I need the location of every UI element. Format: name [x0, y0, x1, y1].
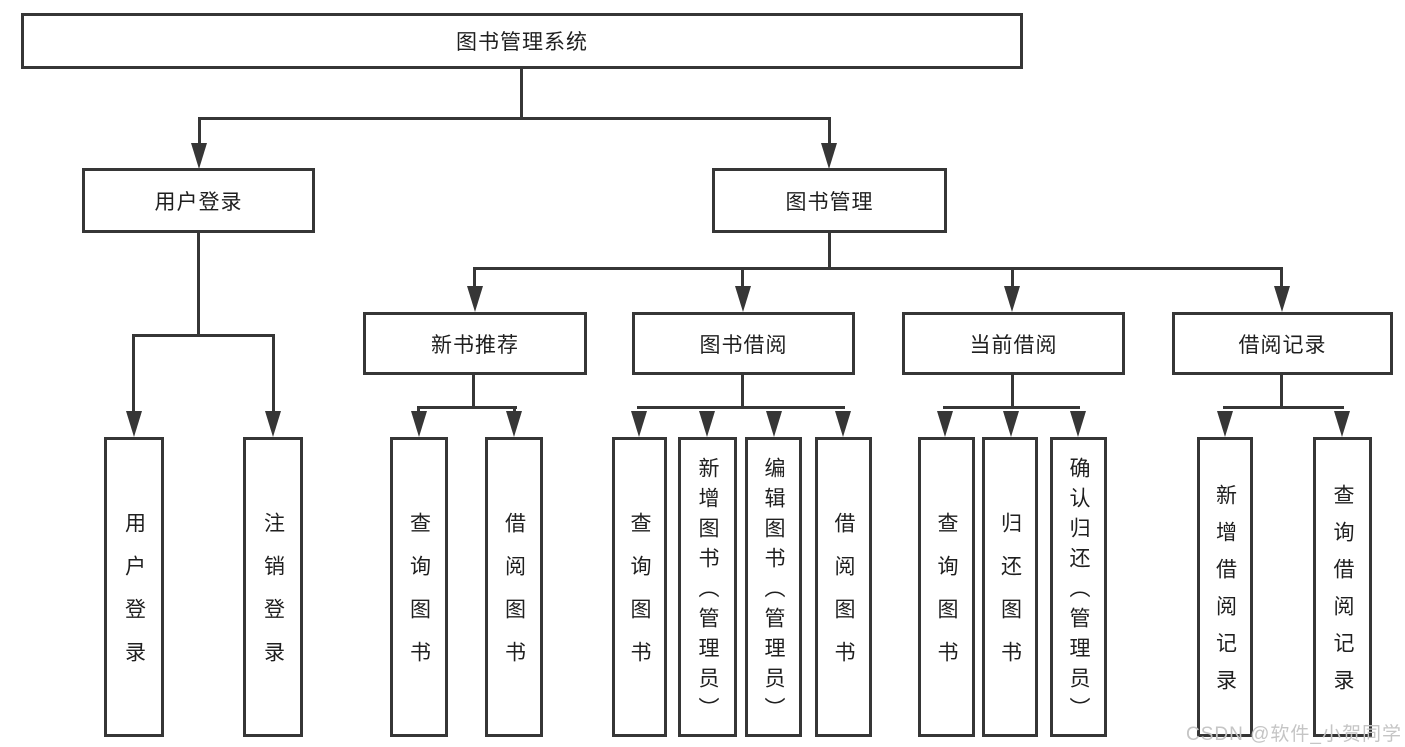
- leaf-return-books: 归还图书: [982, 437, 1038, 737]
- connector-line: [1011, 267, 1014, 290]
- connector-arrow-down: [467, 286, 483, 312]
- connector-line: [943, 406, 1080, 409]
- connector-arrow-down: [1217, 411, 1233, 437]
- connector-arrow-down: [835, 411, 851, 437]
- connector-line: [473, 267, 476, 290]
- leaf-add-book-admin-label: 新增图书（管理员）: [696, 456, 719, 727]
- connector-arrow-down: [937, 411, 953, 437]
- node-new-book-recommend: 新书推荐: [363, 312, 587, 375]
- connector-line: [417, 406, 517, 409]
- leaf-search-books-recommend: 查询图书: [390, 437, 448, 737]
- leaf-add-borrow-record: 新增借阅记录: [1197, 437, 1253, 737]
- node-current-borrowing: 当前借阅: [902, 312, 1125, 375]
- connector-line: [1280, 267, 1283, 290]
- node-borrowing-records: 借阅记录: [1172, 312, 1393, 375]
- connector-line: [637, 406, 845, 409]
- connector-line: [473, 267, 1283, 270]
- connector-line: [472, 375, 475, 409]
- connector-line: [198, 117, 831, 120]
- connector-arrow-down: [631, 411, 647, 437]
- connector-arrow-down: [265, 411, 281, 437]
- connector-arrow-down: [1070, 411, 1086, 437]
- node-borrowing-records-label: 借阅记录: [1238, 333, 1327, 357]
- leaf-borrow-books-recommend-label: 借阅图书: [502, 512, 526, 684]
- connector-line: [1011, 375, 1014, 409]
- leaf-add-borrow-record-label: 新增借阅记录: [1213, 484, 1237, 706]
- connector-arrow-down: [1274, 286, 1290, 312]
- connector-line: [132, 334, 275, 337]
- connector-arrow-down: [735, 286, 751, 312]
- connector-line: [1280, 375, 1283, 409]
- leaf-logout-label: 注销登录: [261, 512, 285, 684]
- csdn-watermark: CSDN @软件_小贺同学: [1186, 724, 1402, 745]
- leaf-search-books-current: 查询图书: [918, 437, 975, 737]
- connector-line: [1223, 406, 1344, 409]
- connector-line: [197, 233, 200, 336]
- leaf-add-book-admin: 新增图书（管理员）: [678, 437, 737, 737]
- connector-line: [741, 267, 744, 290]
- node-book-management-label: 图书管理: [785, 190, 874, 214]
- leaf-search-books-borrowing-label: 查询图书: [628, 512, 651, 684]
- leaf-logout: 注销登录: [243, 437, 303, 737]
- node-book-borrowing-label: 图书借阅: [699, 333, 788, 357]
- node-book-borrowing: 图书借阅: [632, 312, 855, 375]
- leaf-edit-book-admin: 编辑图书（管理员）: [745, 437, 802, 737]
- connector-arrow-down: [411, 411, 427, 437]
- connector-line: [828, 233, 831, 270]
- leaf-search-borrow-record: 查询借阅记录: [1313, 437, 1372, 737]
- leaf-user-login-label: 用户登录: [122, 512, 146, 684]
- leaf-search-books-current-label: 查询图书: [935, 512, 958, 684]
- connector-line: [741, 375, 744, 409]
- leaf-borrow-books-borrowing: 借阅图书: [815, 437, 872, 737]
- leaf-confirm-return-admin: 确认归还（管理员）: [1050, 437, 1107, 737]
- connector-line: [272, 334, 275, 414]
- node-user-login: 用户登录: [82, 168, 315, 233]
- leaf-edit-book-admin-label: 编辑图书（管理员）: [762, 456, 785, 727]
- connector-line: [520, 68, 523, 119]
- leaf-search-borrow-record-label: 查询借阅记录: [1331, 484, 1354, 706]
- leaf-search-books-borrowing: 查询图书: [612, 437, 667, 737]
- node-new-book-recommend-label: 新书推荐: [431, 333, 519, 357]
- leaf-return-books-label: 归还图书: [998, 512, 1022, 684]
- leaf-confirm-return-admin-label: 确认归还（管理员）: [1067, 456, 1090, 727]
- connector-line: [828, 117, 831, 147]
- connector-line: [198, 117, 201, 147]
- leaf-user-login: 用户登录: [104, 437, 164, 737]
- leaf-borrow-books-recommend: 借阅图书: [485, 437, 543, 737]
- node-user-login-label: 用户登录: [154, 190, 243, 214]
- leaf-borrow-books-borrowing-label: 借阅图书: [832, 512, 855, 684]
- connector-arrow-down: [126, 411, 142, 437]
- connector-arrow-down: [1003, 411, 1019, 437]
- node-book-management: 图书管理: [712, 168, 947, 233]
- connector-arrow-down: [191, 143, 207, 169]
- node-current-borrowing-label: 当前借阅: [969, 333, 1058, 357]
- leaf-search-books-recommend-label: 查询图书: [407, 512, 431, 684]
- connector-arrow-down: [1004, 286, 1020, 312]
- connector-arrow-down: [766, 411, 782, 437]
- connector-arrow-down: [1334, 411, 1350, 437]
- connector-arrow-down: [506, 411, 522, 437]
- connector-line: [132, 334, 135, 414]
- node-library-system-label: 图书管理系统: [456, 31, 588, 54]
- connector-arrow-down: [821, 143, 837, 169]
- connector-arrow-down: [699, 411, 715, 437]
- node-library-system: 图书管理系统: [21, 13, 1023, 69]
